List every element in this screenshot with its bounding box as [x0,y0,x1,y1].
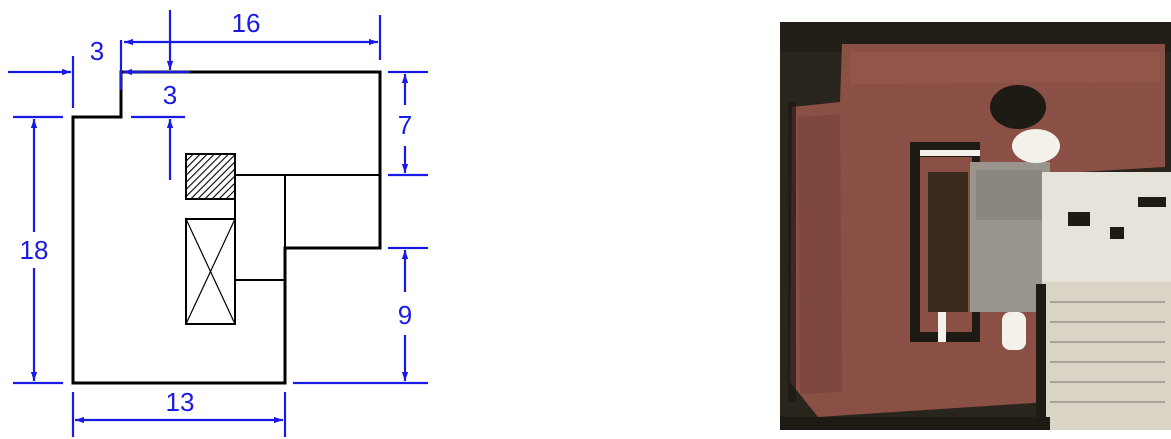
aerial-photo [780,22,1171,430]
dimension-label-top: 16 [232,8,261,38]
dimension-top-width: 16 [124,8,382,60]
dimension-right-lower: 9 [293,246,428,385]
dimension-label-right-upper: 7 [398,110,412,140]
dimension-right-upper: 7 [388,70,428,177]
dimension-label-notch-depth: 3 [163,80,177,110]
floor-plan-drawing: 16 3 3 7 18 9 [8,8,428,437]
crossed-box [185,218,236,325]
dimension-notch-depth: 3 [131,10,185,180]
dimension-left-notch: 3 [8,36,190,108]
dimension-left-height: 18 [13,115,63,385]
dimension-label-notch-width: 3 [90,36,104,66]
dimension-label-left-height: 18 [20,235,49,265]
dimension-label-right-lower: 9 [398,300,412,330]
building-outline [71,70,382,385]
dimension-bottom-width: 13 [71,387,287,437]
interior-walls [234,174,380,281]
dimension-label-bottom: 13 [166,387,195,417]
hatched-block [185,153,236,200]
